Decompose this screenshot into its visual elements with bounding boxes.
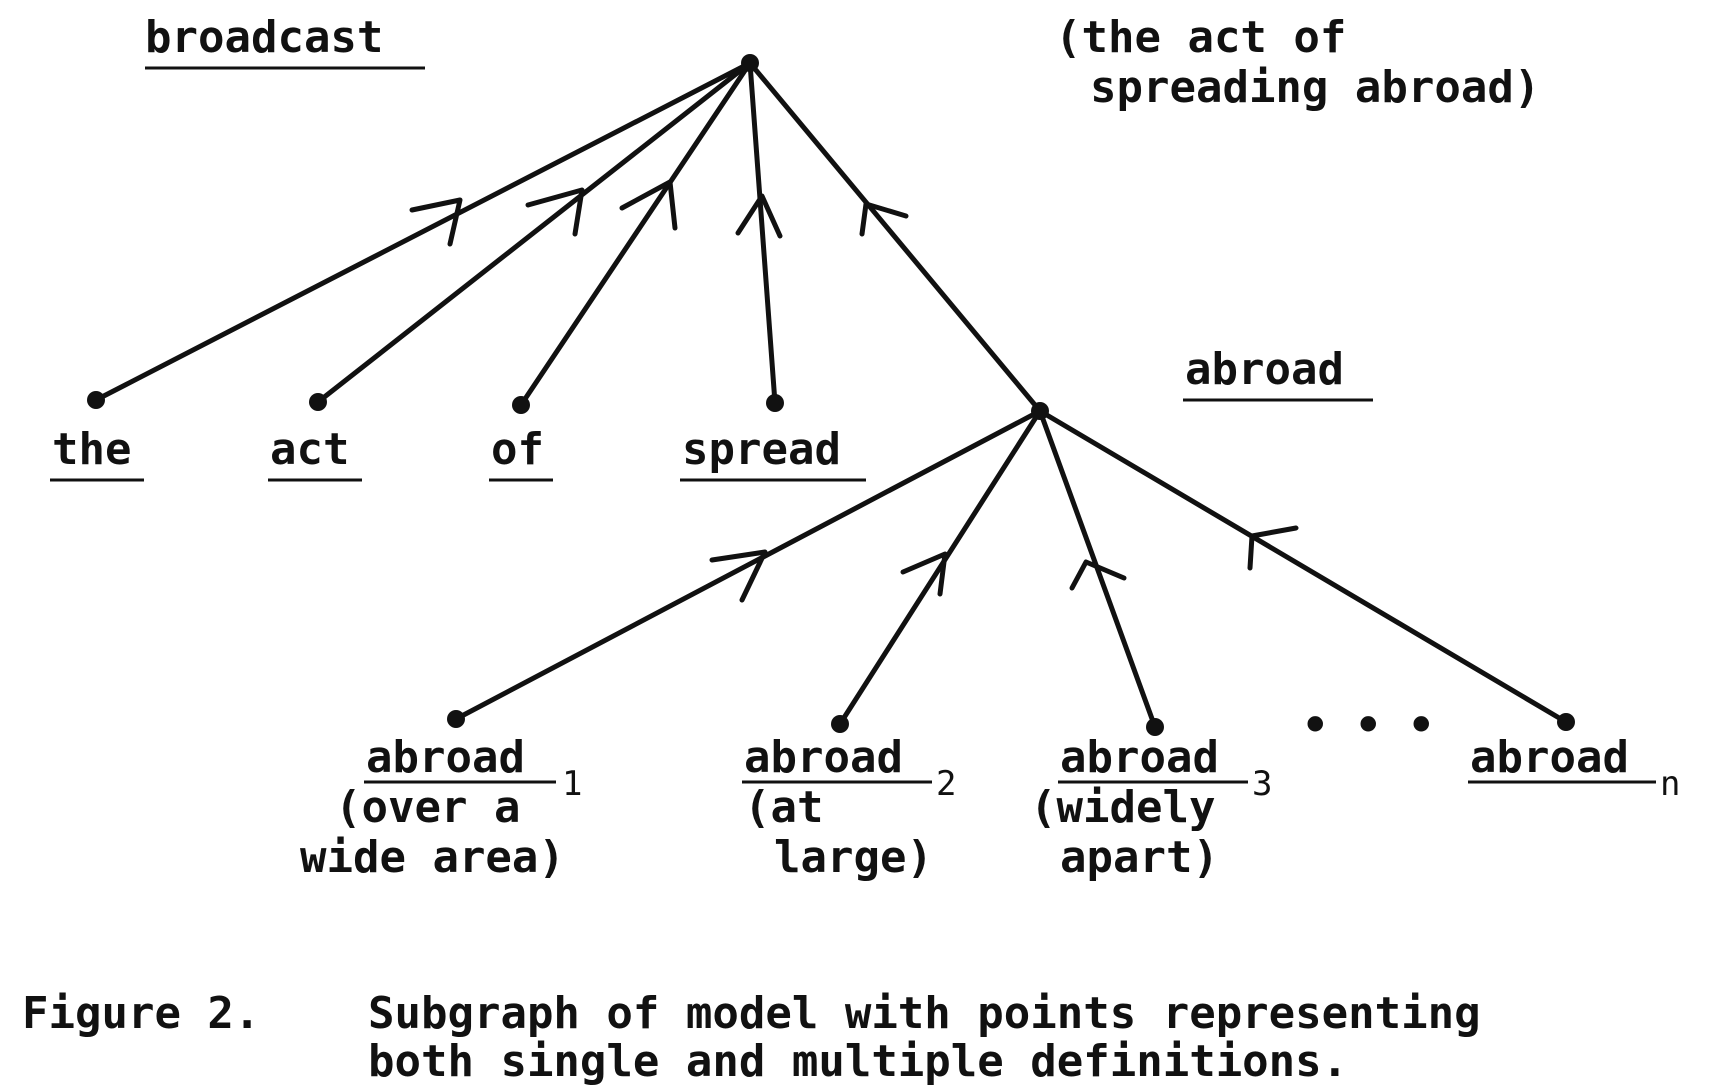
label-abroadn-word: abroad <box>1470 732 1629 783</box>
label-abroad3-def1: (widely <box>1030 782 1215 833</box>
node-abroad3 <box>1146 718 1164 736</box>
edge-abroad-to-broadcast <box>747 60 1043 414</box>
arrowhead-of <box>619 179 678 231</box>
edge-abroad1-to-abroad <box>453 408 1043 722</box>
arrowhead-abroad <box>859 201 909 237</box>
arrowhead-the <box>409 197 463 247</box>
label-abroad3-def2: apart) <box>1060 832 1219 883</box>
node-spread <box>766 394 784 412</box>
root-definition-line1: (the act of <box>1055 12 1346 63</box>
arrowhead-abroad2 <box>900 551 948 597</box>
arrowhead-abroad1 <box>709 549 768 603</box>
label-the: the <box>52 424 131 475</box>
edge-act-to-broadcast <box>315 60 753 405</box>
label-abroad1-index: 1 <box>562 764 582 804</box>
node-abroadn <box>1557 713 1575 731</box>
label-abroad1-def1: (over a <box>335 782 520 833</box>
label-abroad3-index: 3 <box>1252 764 1272 804</box>
edge-spread-to-broadcast <box>747 60 778 406</box>
node-broadcast <box>741 54 759 72</box>
node-abroad2 <box>831 715 849 733</box>
edge-abroadn-to-abroad <box>1037 408 1569 725</box>
label-broadcast: broadcast <box>145 12 383 63</box>
label-abroad2-def2: large) <box>774 832 933 883</box>
label-abroadn-index: n <box>1660 764 1680 804</box>
label-abroad2-word: abroad <box>744 732 903 783</box>
caption-line1: Subgraph of model with points representi… <box>368 988 1481 1039</box>
label-abroad2-def1: (at <box>744 782 823 833</box>
node-act <box>309 393 327 411</box>
label-abroad3-word: abroad <box>1060 732 1219 783</box>
node-of <box>512 396 530 414</box>
caption-label: Figure 2. <box>22 988 260 1039</box>
edge-of-to-broadcast <box>518 60 753 408</box>
label-abroad1-word: abroad <box>366 732 525 783</box>
arrowhead-abroadn <box>1247 525 1299 571</box>
label-act: act <box>270 424 349 475</box>
label-spread: spread <box>682 424 841 475</box>
node-abroad <box>1031 402 1049 420</box>
label-abroad1-def2: wide area) <box>300 832 565 883</box>
caption-line2: both single and multiple definitions. <box>368 1036 1348 1087</box>
ellipsis-more-senses: • • • <box>1302 700 1434 751</box>
arrowhead-spread <box>735 193 783 239</box>
edge-the-to-broadcast <box>93 60 753 403</box>
node-abroad1 <box>447 710 465 728</box>
arrowhead-abroad3 <box>1069 559 1127 591</box>
label-abroad2-index: 2 <box>936 764 956 804</box>
arrowhead-act <box>525 187 585 237</box>
node-the <box>87 391 105 409</box>
root-definition-line2: spreading abroad) <box>1090 62 1540 113</box>
label-abroad-head: abroad <box>1185 344 1344 395</box>
label-of: of <box>491 424 544 475</box>
edge-abroad2-to-abroad <box>837 408 1043 727</box>
